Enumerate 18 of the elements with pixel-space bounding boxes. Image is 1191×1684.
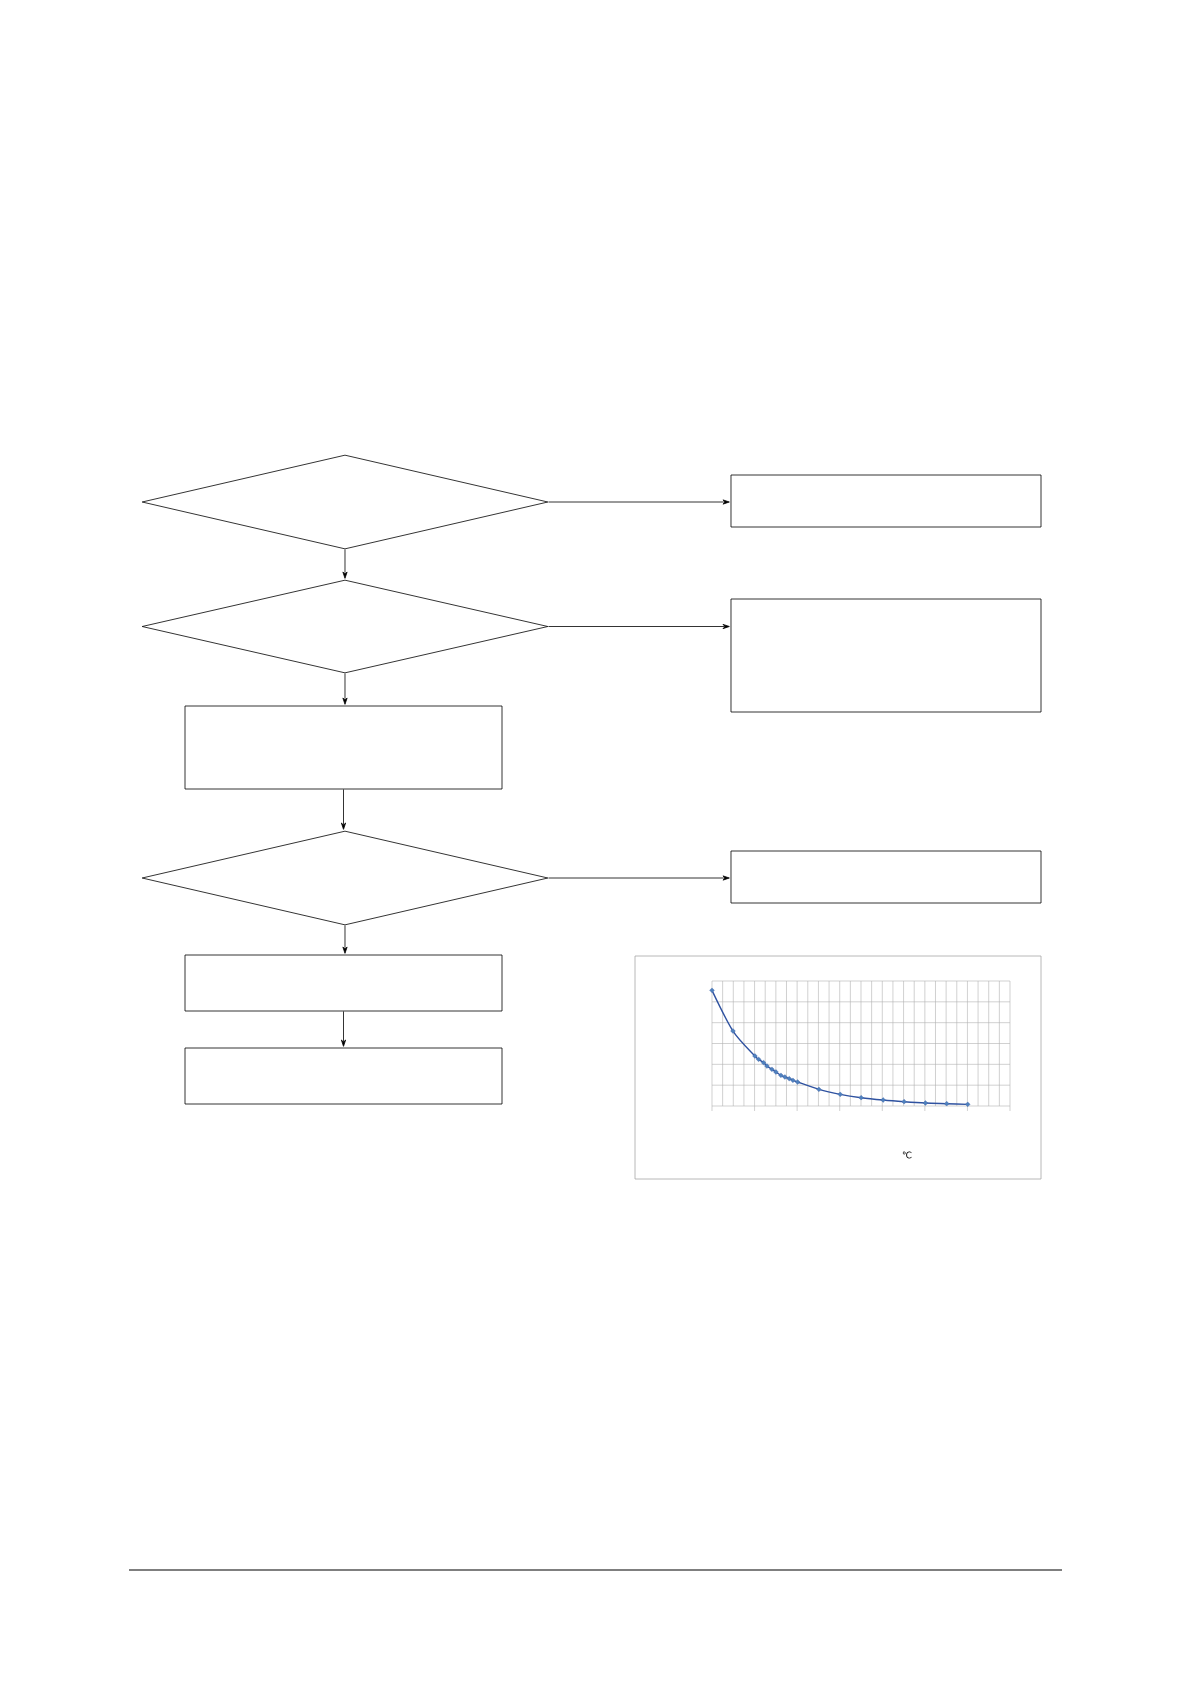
process-box (730, 850, 1042, 904)
arrow (548, 624, 730, 630)
arrow (548, 499, 730, 505)
process-box (184, 1047, 503, 1105)
decision-diamond (141, 454, 549, 550)
axis-unit: ℃ (902, 1151, 912, 1159)
arrow (341, 1011, 346, 1047)
decision-diamond (141, 579, 549, 674)
process-box (730, 474, 1042, 528)
arrow (342, 925, 348, 954)
process-box (184, 705, 503, 790)
arrow (548, 875, 730, 881)
decision-diamond (141, 830, 549, 926)
arrow (341, 789, 346, 830)
process-box (184, 954, 503, 1012)
process-box (730, 598, 1042, 713)
arrow (342, 549, 348, 579)
arrow (342, 673, 348, 705)
